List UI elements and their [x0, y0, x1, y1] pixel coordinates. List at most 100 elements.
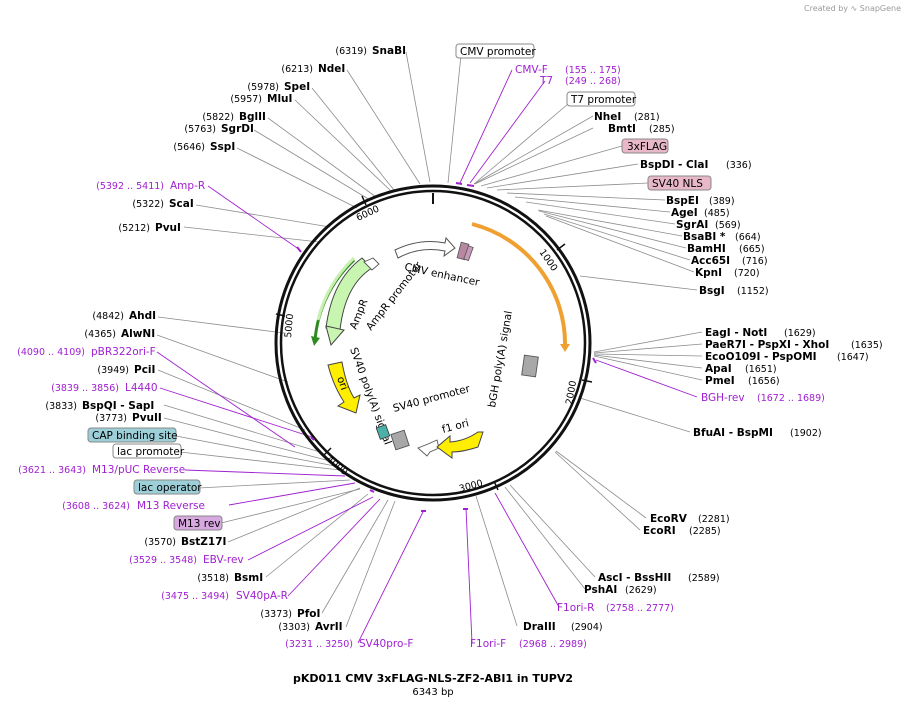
f1-ori-label: f1 ori	[441, 417, 471, 436]
svg-text:(6213): (6213)	[281, 64, 313, 75]
svg-text:lac operator: lac operator	[138, 482, 202, 494]
site-kpni: KpnI(720)	[695, 267, 760, 279]
svg-text:(3518): (3518)	[197, 573, 229, 584]
primer-cmv-f: CMV-F (155 .. 175)	[515, 64, 621, 76]
site-ecoo109i-pspomi: EcoO109I - PspOMI(1647)	[705, 351, 869, 363]
site-bsgi: BsgI (1152)	[699, 285, 769, 297]
site-bstz17i: (3570)BstZ17I	[144, 536, 226, 548]
site-asci-bsshii: AscI - BssHII(2589)	[598, 572, 720, 584]
ori-label: ori	[334, 375, 350, 392]
svg-text:BglII: BglII	[239, 111, 266, 123]
svg-text:CMV-F: CMV-F	[515, 64, 548, 76]
tick-label-6000: 6000	[355, 204, 382, 224]
svg-text:DraIII: DraIII	[523, 621, 556, 633]
svg-text:Acc65I: Acc65I	[691, 255, 730, 267]
site-ahdi: (4842)AhdI	[92, 310, 156, 322]
primer-sv40pro-f: (3231 .. 3250)SV40pro-F	[285, 638, 413, 650]
3xflag-mark	[463, 245, 474, 262]
site-labels-left: (6319)SnaBI (6213)NdeI (5978)SpeI (5957)…	[45, 45, 406, 633]
svg-text:BGH-rev: BGH-rev	[701, 392, 745, 404]
tick-label-2000: 2000	[564, 380, 579, 406]
site-draiii: DraIII(2904)	[523, 621, 603, 633]
svg-text:(3949): (3949)	[97, 365, 129, 376]
svg-text:(1672 .. 1689): (1672 .. 1689)	[757, 393, 825, 404]
svg-text:(1152): (1152)	[737, 286, 769, 297]
svg-text:(6319): (6319)	[335, 46, 367, 57]
primer-f1ori-r: F1ori-R(2758 .. 2777)	[557, 602, 674, 614]
svg-text:(3621 .. 3643): (3621 .. 3643)	[18, 465, 86, 476]
primer-pbr322ori-f: (4090 .. 4109)pBR322ori-F	[17, 346, 156, 358]
svg-text:(1656): (1656)	[748, 376, 780, 387]
scale-ticks	[275, 195, 593, 491]
svg-text:(664): (664)	[735, 232, 761, 243]
svg-text:PaeR7I - PspXI - XhoI: PaeR7I - PspXI - XhoI	[705, 339, 829, 351]
svg-text:(3373): (3373)	[260, 609, 292, 620]
svg-text:(716): (716)	[742, 256, 768, 267]
svg-text:pBR322ori-F: pBR322ori-F	[91, 346, 156, 358]
svg-text:BmtI: BmtI	[608, 123, 636, 135]
primer-bgh-rev: BGH-rev (1672 .. 1689)	[701, 392, 825, 404]
site-pvuii: (3773)PvuII	[95, 412, 161, 424]
svg-text:(155 .. 175): (155 .. 175)	[565, 65, 621, 76]
svg-text:(336): (336)	[726, 160, 752, 171]
site-bmti: BmtI(285)	[608, 123, 675, 135]
boxed-feature-t7-promoter: T7 promoter	[566, 91, 637, 107]
svg-text:SV40pA-R: SV40pA-R	[236, 590, 288, 602]
f1-ori-arrow	[436, 431, 484, 459]
plasmid-title: pKD011 CMV 3xFLAG-NLS-ZF2-ABI1 in TUPV2	[293, 672, 573, 685]
green-feature-halo	[316, 256, 356, 321]
primer-m13-puc-reverse: (3621 .. 3643)M13/pUC Reverse	[18, 464, 185, 476]
svg-text:SV40 NLS: SV40 NLS	[652, 178, 703, 190]
site-ecorv: EcoRV(2281)	[650, 513, 730, 525]
svg-text:NdeI: NdeI	[318, 63, 345, 75]
site-spei: (5978)SpeI	[247, 81, 310, 93]
site-pshai: PshAI (2629)	[584, 584, 657, 596]
plasmid-backbone-outer	[274, 184, 592, 502]
svg-text:PvuI: PvuI	[155, 222, 181, 234]
svg-text:BstZ17I: BstZ17I	[181, 536, 226, 548]
svg-text:BsgI: BsgI	[699, 285, 725, 297]
site-sspi: (5646)SspI	[173, 141, 235, 153]
svg-text:(5957): (5957)	[230, 94, 262, 105]
green-feature-arrowhead	[311, 336, 320, 346]
svg-text:BspEI: BspEI	[666, 195, 699, 207]
site-sgrdi: (5763)SgrDI	[184, 123, 253, 135]
ori-arrow	[327, 361, 361, 414]
svg-text:(1651): (1651)	[745, 364, 777, 375]
primer-leader-lines	[156, 69, 698, 644]
svg-text:(485): (485)	[704, 208, 730, 219]
plasmid-backbone-inner	[279, 189, 587, 497]
svg-text:KpnI: KpnI	[695, 267, 722, 279]
boxed-feature-m13-rev: M13 rev	[173, 515, 223, 531]
site-mlui: (5957) MluI	[230, 93, 292, 105]
svg-text:MluI: MluI	[267, 93, 292, 105]
svg-text:AvrII: AvrII	[315, 621, 343, 633]
svg-text:ScaI: ScaI	[169, 198, 194, 210]
svg-text:(5763): (5763)	[184, 124, 216, 135]
primer-f1ori-f: F1ori-F(2968 .. 2989)	[470, 638, 587, 650]
site-bfuai-bspmi: BfuAI - BspMI(1902)	[693, 427, 822, 439]
boxed-feature-3xflag: 3xFLAG	[621, 138, 669, 154]
site-bspqi-sapi: (3833)BspQI - SapI	[45, 400, 154, 412]
svg-text:3xFLAG: 3xFLAG	[627, 141, 667, 153]
svg-text:PshAI: PshAI	[584, 584, 617, 596]
white-arrow-small	[417, 439, 440, 457]
site-bspdi-clai: BspDI - ClaI(336)	[640, 159, 752, 171]
bgh-polya-label: bGH poly(A) signal	[486, 310, 515, 409]
ampr-promoter-arrow	[363, 257, 380, 271]
site-nhei: NheI(281)	[594, 111, 660, 123]
svg-text:(569): (569)	[715, 220, 741, 231]
site-pvui: (5212)PvuI	[118, 222, 181, 234]
sv40-promoter-mark	[390, 429, 410, 451]
primer-ebv-rev: (3529 .. 3548)EBV-rev	[129, 554, 244, 566]
svg-text:(2629): (2629)	[625, 585, 657, 596]
svg-text:SV40pro-F: SV40pro-F	[359, 638, 413, 650]
svg-text:T7 promoter: T7 promoter	[570, 94, 637, 106]
sv40-promoter-label: SV40 promoter	[392, 383, 472, 415]
svg-text:(665): (665)	[739, 244, 765, 255]
site-acc65i: Acc65I (716)	[691, 255, 768, 267]
svg-text:(3833): (3833)	[45, 401, 77, 412]
site-leader-lines	[156, 51, 703, 628]
svg-text:AhdI: AhdI	[129, 310, 156, 322]
site-eagi-noti: EagI - NotI(1629)	[705, 327, 816, 339]
